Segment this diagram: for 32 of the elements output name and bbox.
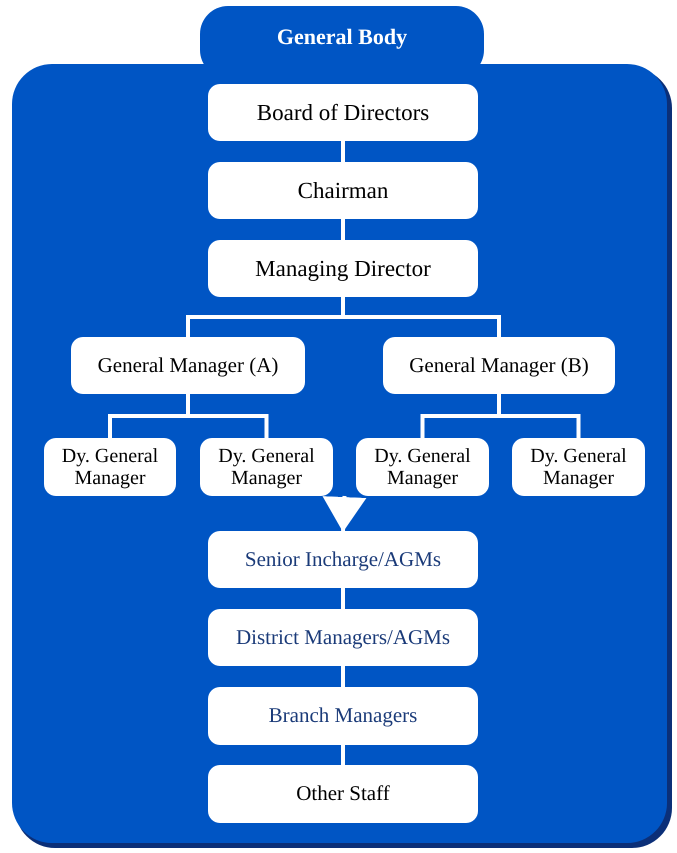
position-box: [200, 438, 333, 496]
position-title: Branch Managers: [268, 703, 418, 729]
connector-line: [341, 588, 345, 609]
position-title: Senior Incharge/AGMs: [244, 546, 442, 572]
position-box: [208, 765, 478, 823]
panel-heading: General Body: [276, 24, 408, 50]
connector-line: [341, 219, 345, 240]
position-box: [208, 240, 478, 297]
position-title: General Manager (B): [409, 352, 589, 378]
position-box: [208, 687, 478, 745]
position-title: Other Staff: [296, 781, 390, 807]
connector-line: [341, 745, 345, 765]
position-title: Board of Directors: [256, 98, 430, 126]
position-title: Chairman: [298, 176, 388, 204]
position-title: Managing Director: [255, 254, 431, 282]
position-title: General Manager (A): [98, 352, 278, 378]
position-box: [208, 162, 478, 219]
position-box: [208, 531, 478, 588]
position-box: [208, 609, 478, 666]
position-box: [512, 438, 645, 496]
connector-line: [341, 666, 345, 687]
position-box: [383, 337, 615, 394]
position-title: Dy. General Manager: [529, 445, 628, 489]
position-box: [71, 337, 305, 394]
connector-line: [341, 141, 345, 162]
position-box: [44, 438, 176, 496]
position-box: [208, 84, 478, 141]
position-title: Dy. General Manager: [373, 445, 472, 489]
position-box: [356, 438, 489, 496]
position-title: Dy. General Manager: [217, 445, 316, 489]
position-title: Dy. General Manager: [60, 445, 160, 489]
position-title: District Managers/AGMs: [236, 624, 450, 650]
